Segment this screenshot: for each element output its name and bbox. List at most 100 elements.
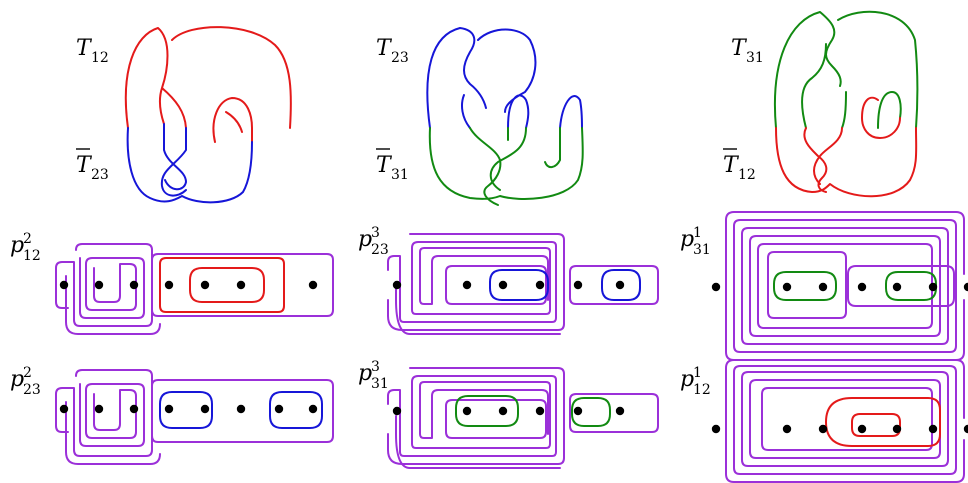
label-T12: T 12 (76, 36, 109, 66)
p-base: p (680, 367, 694, 392)
blue-curve (489, 269, 549, 301)
p-base: p (358, 361, 372, 386)
purple-curve (395, 415, 561, 469)
puncture-dot (573, 406, 583, 416)
puncture-dot (857, 424, 867, 434)
puncture-dot (462, 406, 472, 416)
puncture-dot (892, 424, 902, 434)
purple-curve (445, 265, 547, 305)
label-T23: T 23 (376, 36, 409, 66)
purple-curve (741, 371, 949, 467)
green-curve (773, 271, 837, 301)
curve-diagram-p23-3 (387, 233, 659, 335)
puncture-dot (164, 280, 174, 290)
green-curve (571, 397, 611, 427)
puncture-dot (535, 280, 545, 290)
label-p31-3: p 3 31 (358, 359, 389, 392)
puncture-dot (498, 280, 508, 290)
label-p12-1: p 1 12 (680, 365, 711, 398)
p-sup: 1 (693, 225, 702, 241)
p-sub: 23 (23, 382, 41, 398)
puncture-dot (928, 282, 938, 292)
purple-curve (847, 265, 955, 307)
puncture-dot (498, 406, 508, 416)
purple-curve (445, 399, 547, 439)
puncture-dot (274, 404, 284, 414)
label-T31bar-sub: 31 (391, 167, 409, 183)
puncture-dot (59, 280, 69, 290)
puncture-dot (782, 282, 792, 292)
p-sub: 31 (371, 376, 389, 392)
puncture-dot (892, 282, 902, 292)
red-curve (825, 397, 941, 447)
puncture-dot (200, 404, 210, 414)
curve-diagram-p23-2 (55, 369, 334, 465)
tangle-strand-blue (126, 123, 253, 204)
label-T31-base: T (731, 36, 748, 61)
puncture-dot (236, 280, 246, 290)
tangle-strand-red (124, 26, 292, 143)
tangle-strand-green (428, 127, 584, 206)
red-curve (851, 413, 901, 437)
label-T31: T 31 (731, 36, 764, 66)
puncture-dot (129, 404, 139, 414)
puncture-dot (928, 424, 938, 434)
puncture-dot (462, 280, 472, 290)
label-T31-sub: 31 (746, 50, 764, 66)
label-p23-2: p 2 23 (10, 365, 41, 398)
puncture-dot (963, 282, 968, 292)
puncture-dot (963, 424, 968, 434)
purple-curve (387, 367, 565, 465)
puncture-dot (615, 406, 625, 416)
blue-curve (601, 269, 641, 301)
label-T31bar: T 31 (376, 148, 409, 183)
blue-curve (269, 391, 323, 429)
label-T12bar-sub: 12 (738, 167, 756, 183)
purple-curve (725, 359, 965, 483)
puncture-dot (308, 404, 318, 414)
puncture-dot (782, 424, 792, 434)
tangle-diagram-3 (774, 10, 919, 198)
puncture-dot (236, 404, 246, 414)
p-sub: 12 (23, 248, 41, 264)
tangle-strand-green (774, 10, 919, 129)
curve-diagram-p12-1 (711, 359, 968, 483)
label-T23bar: T 23 (76, 148, 109, 183)
label-p23-3: p 3 23 (358, 225, 389, 258)
p-base: p (10, 367, 24, 392)
label-T23bar-base: T (76, 153, 93, 178)
curve-diagram-p12-2 (55, 243, 334, 335)
purple-curve (55, 369, 153, 457)
curve-diagram-p31-3 (387, 367, 659, 469)
green-curve (885, 271, 937, 301)
label-p12-2: p 2 12 (10, 231, 41, 264)
label-T12-base: T (76, 36, 93, 61)
puncture-dot (535, 406, 545, 416)
label-T31bar-base: T (376, 153, 393, 178)
puncture-dot (392, 406, 402, 416)
puncture-dot (818, 282, 828, 292)
label-p31-1: p 1 31 (680, 225, 711, 258)
p-sub: 23 (371, 242, 389, 258)
puncture-row (59, 280, 318, 290)
puncture-dot (59, 404, 69, 414)
tangle-diagram-2 (426, 27, 584, 206)
purple-curve (767, 251, 847, 319)
tangle-strand-red (775, 96, 918, 198)
p-sub: 31 (693, 242, 711, 258)
red-curve (189, 267, 265, 303)
puncture-dot (308, 280, 318, 290)
purple-curve (749, 235, 941, 337)
puncture-dot (857, 282, 867, 292)
label-T12bar: T 12 (723, 148, 756, 183)
puncture-dot (200, 280, 210, 290)
purple-curve (569, 393, 659, 433)
purple-curve (65, 275, 161, 335)
purple-curve (749, 379, 941, 459)
puncture-row (711, 282, 968, 292)
purple-curve (387, 233, 565, 331)
p-sub: 12 (693, 382, 711, 398)
p-sup: 3 (371, 359, 380, 375)
puncture-dot (711, 424, 721, 434)
